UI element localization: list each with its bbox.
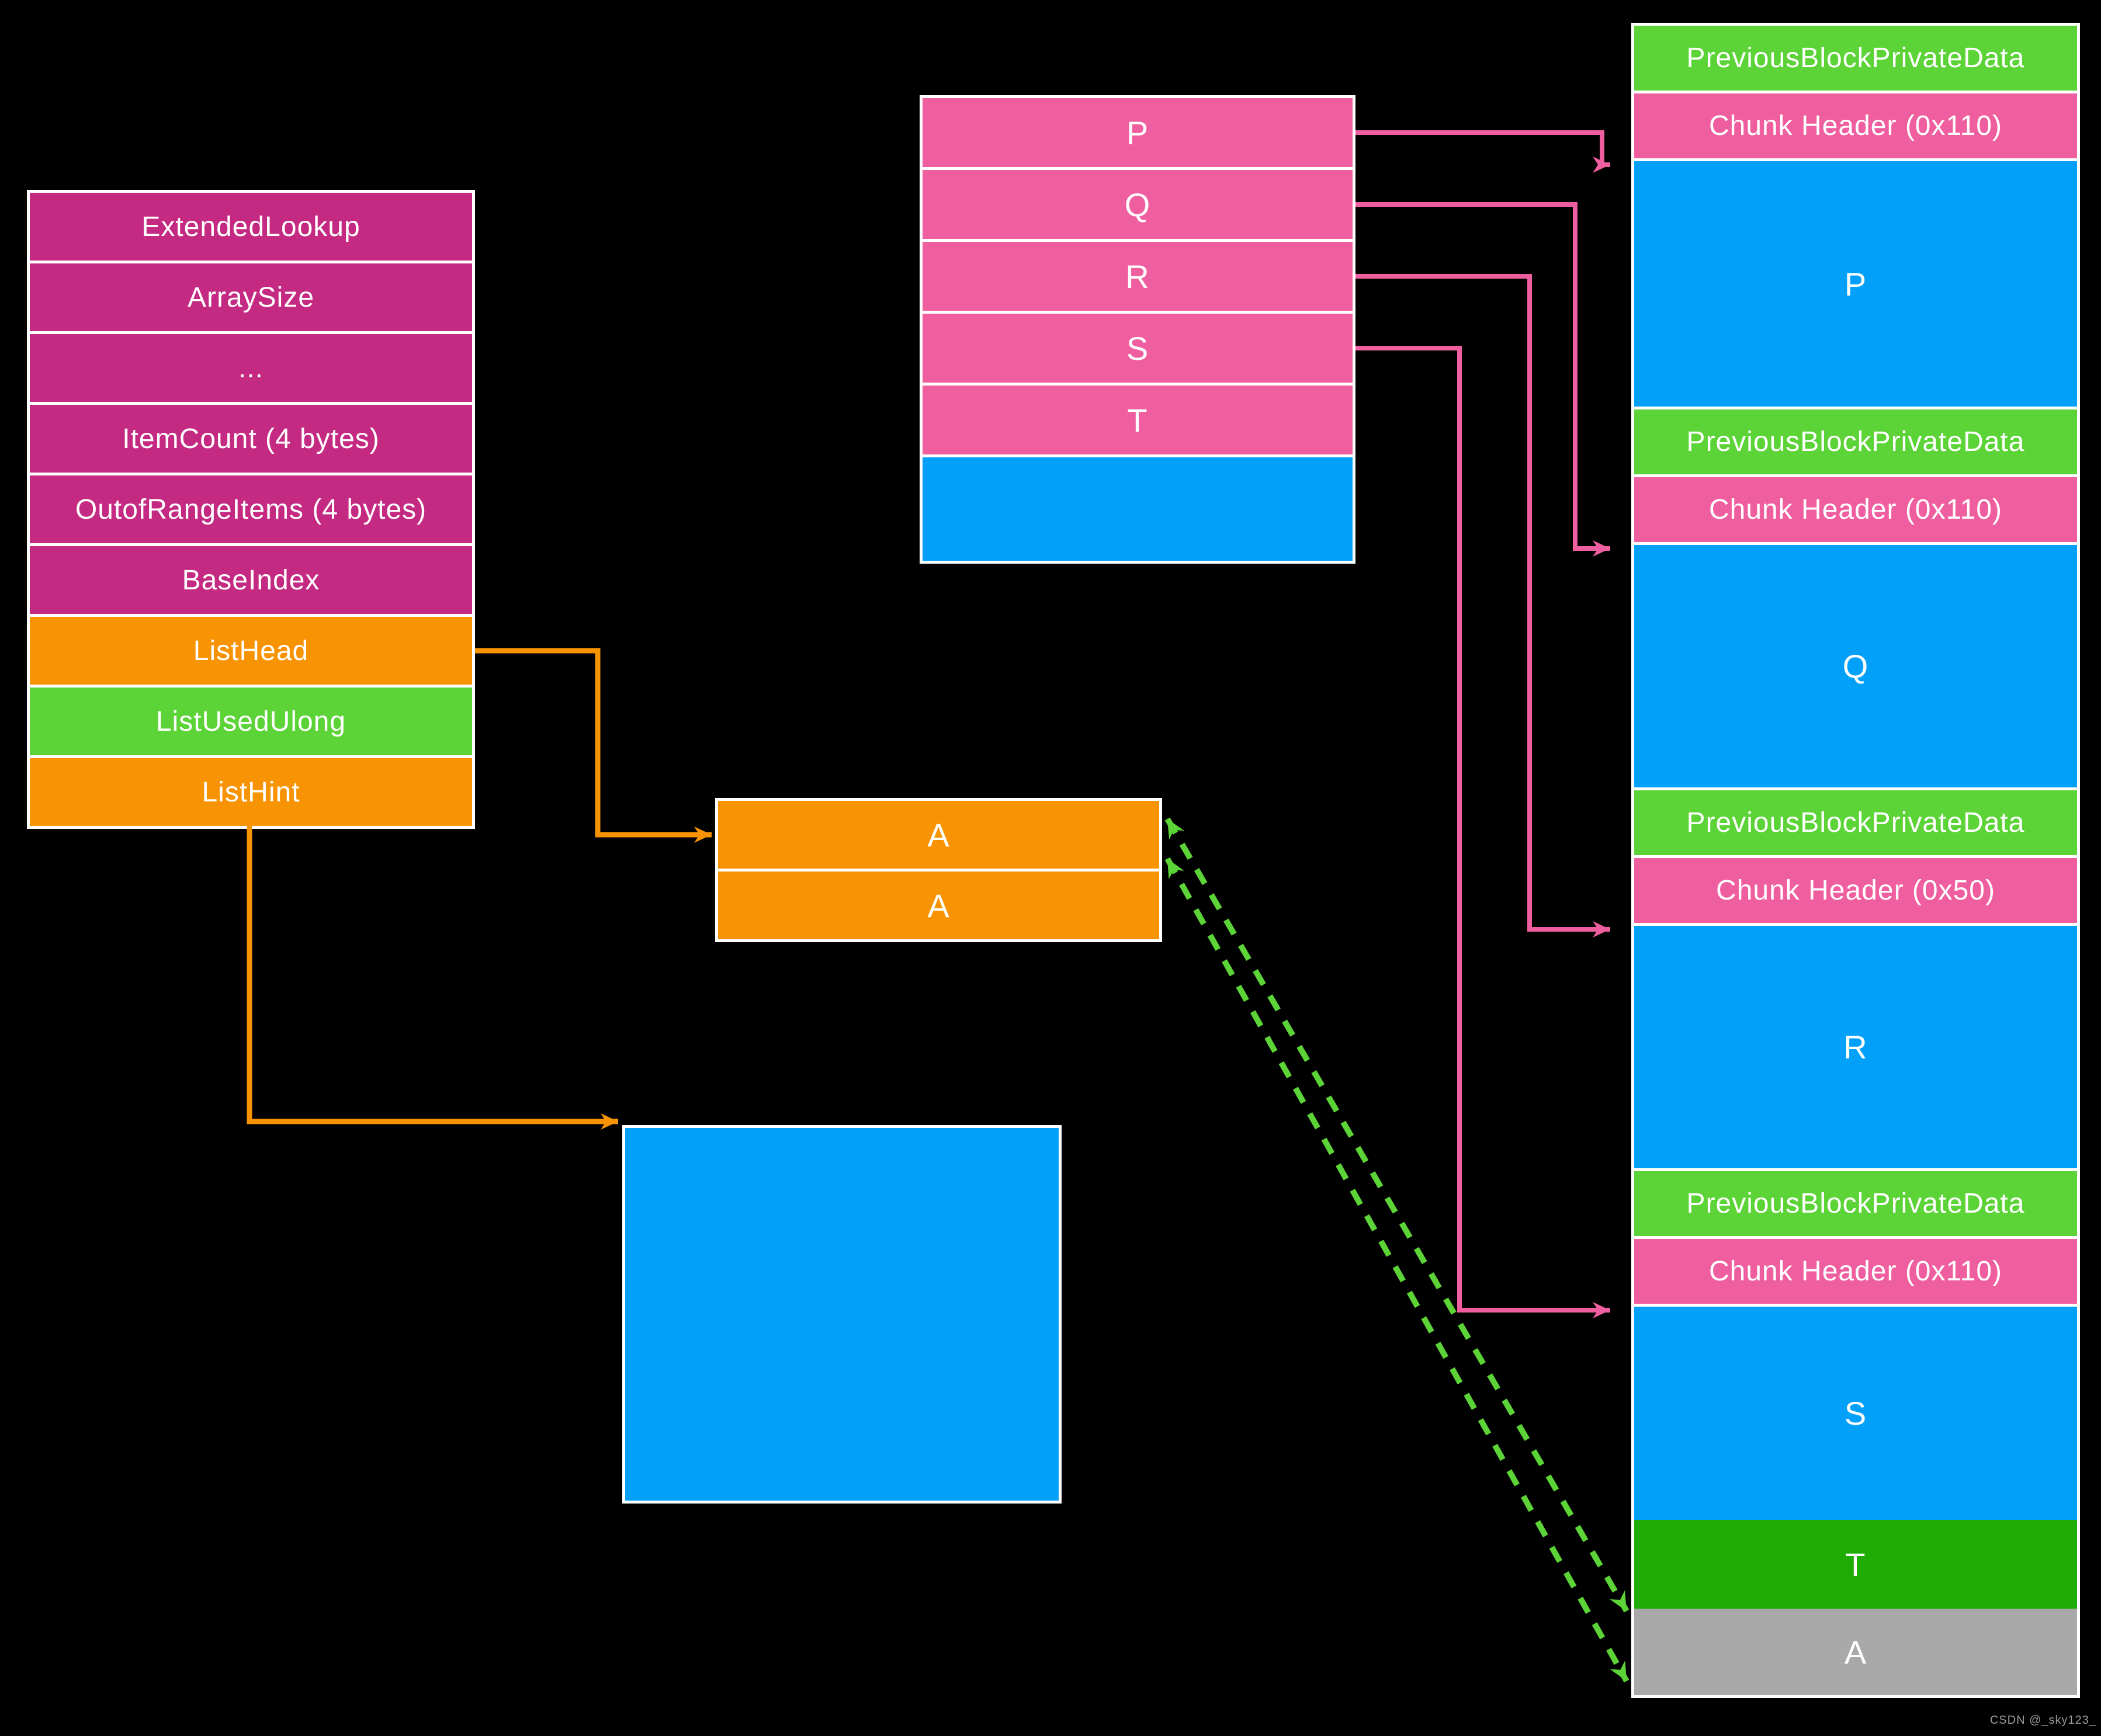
lookup-table-cell-1-arraysize: ArraySize <box>30 263 472 331</box>
watermark: CSDN @_sky123_ <box>1989 1714 2096 1727</box>
listhint-table-cell-4-t: T <box>923 386 1353 454</box>
pointer-arrow-Q <box>1355 202 1610 557</box>
empty-block-cell-0 <box>625 1128 1059 1501</box>
lookup-table-cell-6-listhead: ListHead <box>30 617 472 685</box>
lookup-table-cell-3-itemcount-4-bytes-: ItemCount (4 bytes) <box>30 405 472 473</box>
lookup-table-cell-7-listusedulong: ListUsedUlong <box>30 688 472 755</box>
lookup-table-cell-4-outofrangeitems-4-bytes-: OutofRangeItems (4 bytes) <box>30 475 472 543</box>
listhint-arrow <box>247 826 618 1130</box>
heap-column-cell-1-chunk-header-0x110-: Chunk Header (0x110) <box>1634 93 2077 158</box>
listhint-table-cell-0-p: P <box>923 98 1353 167</box>
freelist-link-arrow-2 <box>1164 857 1630 1683</box>
heap-column-cell-4-chunk-header-0x110-: Chunk Header (0x110) <box>1634 477 2077 542</box>
heap-column-cell-11-s: S <box>1634 1307 2077 1520</box>
pointer-arrow-S <box>1355 346 1610 1318</box>
lookup-table-cell-8-listhint: ListHint <box>30 758 472 826</box>
pointer-arrow-R <box>1355 274 1610 938</box>
listhead-arrow <box>475 648 712 843</box>
freelist-link-arrow-1 <box>1164 817 1630 1613</box>
lookup-table-cell-2--: ... <box>30 334 472 402</box>
allocated-memory-block <box>622 1125 1062 1504</box>
listhint-table-cell-2-r: R <box>923 242 1353 311</box>
freelist-box-cell-1-a: A <box>718 872 1159 939</box>
heap-column-cell-7-chunk-header-0x50-: Chunk Header (0x50) <box>1634 858 2077 923</box>
heap-column-cell-12-t: T <box>1634 1520 2077 1609</box>
heap-column-cell-2-p: P <box>1634 161 2077 407</box>
heap-column-cell-8-r: R <box>1634 926 2077 1168</box>
heap-column-cell-10-chunk-header-0x110-: Chunk Header (0x110) <box>1634 1239 2077 1304</box>
lookup-table-cell-0-extendedlookup: ExtendedLookup <box>30 193 472 261</box>
heap-column-cell-6-previousblockprivatedata: PreviousBlockPrivateData <box>1634 790 2077 855</box>
heap-column-cell-5-q: Q <box>1634 545 2077 787</box>
listhint-table-cell-3-s: S <box>923 314 1353 383</box>
pointer-arrow-P <box>1355 130 1610 173</box>
heap-column-cell-9-previousblockprivatedata: PreviousBlockPrivateData <box>1634 1171 2077 1236</box>
listhint-table-cell-5 <box>923 457 1353 561</box>
lookup-table-cell-5-baseindex: BaseIndex <box>30 546 472 614</box>
freelist-box-cell-0-a: A <box>718 801 1159 869</box>
heap-column-cell-0-previousblockprivatedata: PreviousBlockPrivateData <box>1634 26 2077 91</box>
listhint-table-cell-1-q: Q <box>923 170 1353 239</box>
heap-column-cell-3-previousblockprivatedata: PreviousBlockPrivateData <box>1634 409 2077 474</box>
heap-column-cell-13-a: A <box>1634 1609 2077 1695</box>
